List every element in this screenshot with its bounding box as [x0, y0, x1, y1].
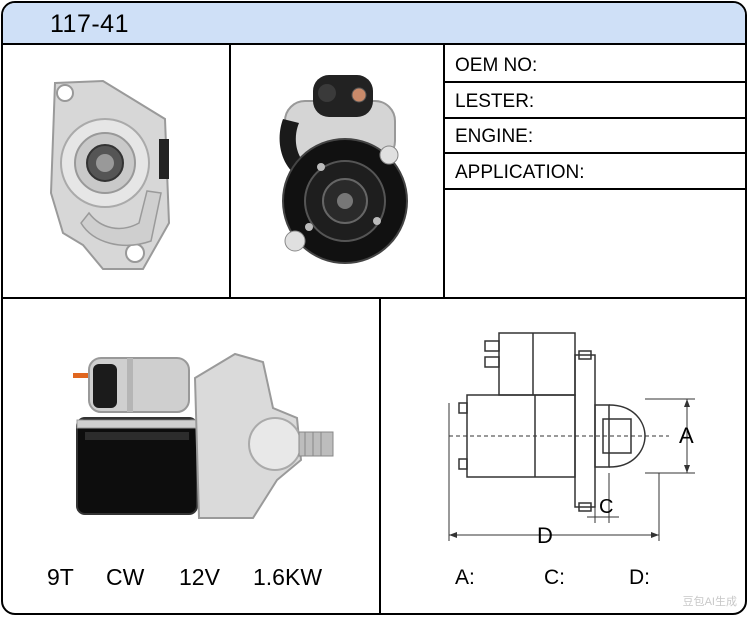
lester-label: LESTER: [455, 91, 535, 112]
dimension-d-label: D: [629, 566, 650, 589]
dimension-a-label: A: [455, 566, 475, 589]
spec-rotation: CW [106, 564, 145, 590]
divider [3, 297, 745, 299]
divider [229, 45, 231, 298]
diagram-label-a: A [679, 423, 694, 448]
dimension-diagram: A C D [448, 332, 695, 548]
divider [379, 297, 381, 613]
header-bar: 117-41 [3, 3, 745, 45]
divider [443, 81, 745, 83]
starter-front-photo [49, 79, 171, 270]
model-number: 117-41 [50, 10, 129, 38]
engine-label: ENGINE: [455, 126, 534, 147]
divider [443, 117, 745, 119]
spec-power: 1.6KW [253, 564, 323, 590]
oem-label: OEM NO: [455, 55, 538, 76]
divider [443, 188, 745, 190]
dimension-c-label: C: [544, 566, 565, 589]
spec-teeth: 9T [47, 564, 74, 590]
divider [443, 152, 745, 154]
diagram-label-d: D [537, 523, 553, 548]
watermark: 豆包AI生成 [682, 596, 737, 608]
starter-rear-photo [279, 75, 408, 264]
divider [443, 45, 445, 298]
application-label: APPLICATION: [455, 162, 585, 183]
diagram-label-c: C [599, 496, 613, 518]
spec-voltage: 12V [179, 564, 220, 590]
starter-side-photo [73, 352, 334, 519]
